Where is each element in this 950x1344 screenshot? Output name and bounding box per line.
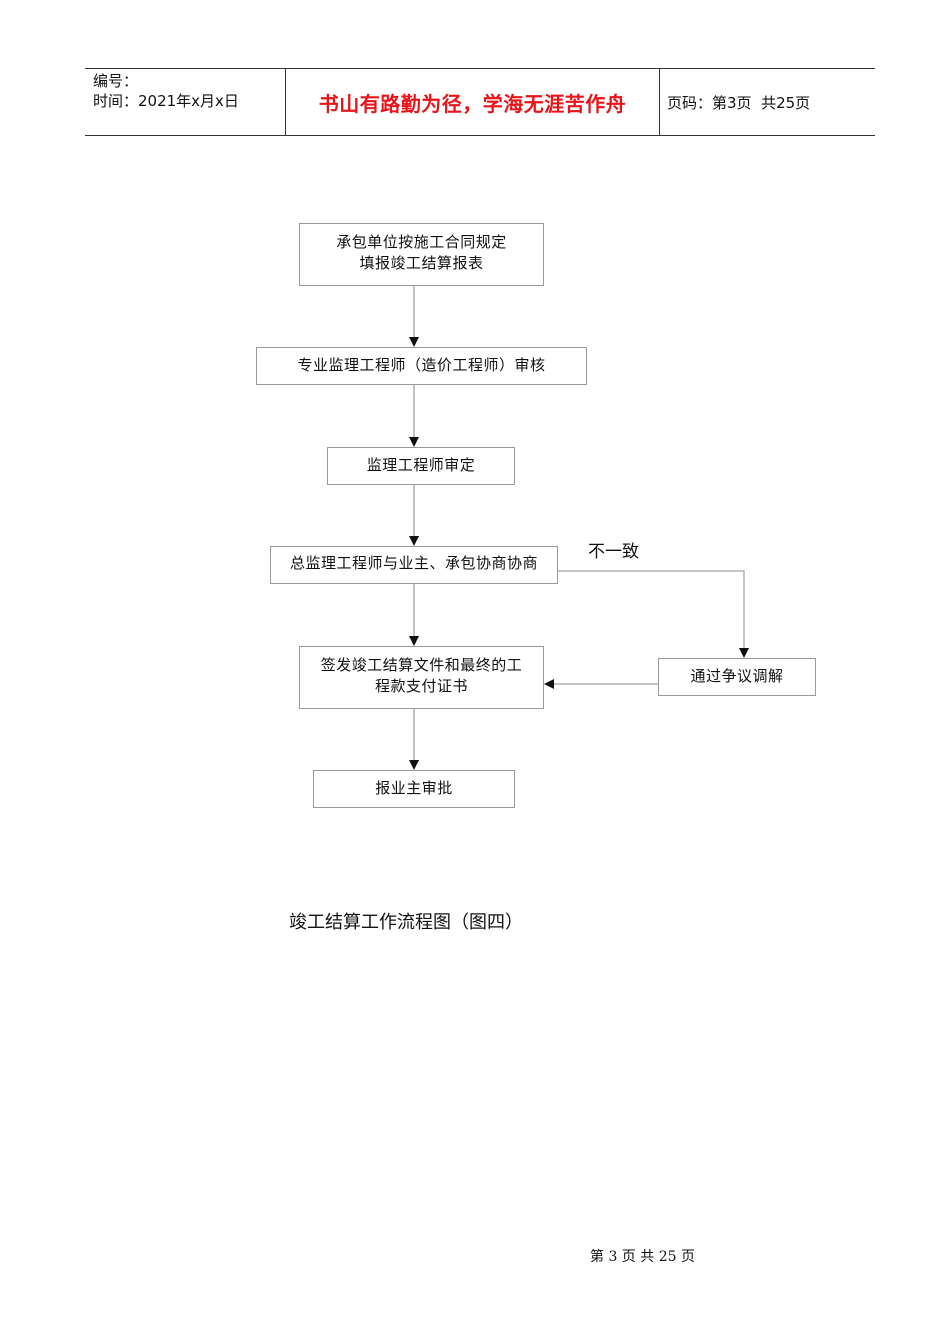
flow-step-dispute-mediation: 通过争议调解 bbox=[658, 658, 816, 696]
flow-step-label: 报业主审批 bbox=[375, 779, 453, 797]
branch-label: 不一致 bbox=[588, 542, 639, 562]
connector-arrow bbox=[557, 570, 749, 658]
number-label: 编号： bbox=[93, 72, 139, 90]
flow-step-label: 专业监理工程师（造价工程师）审核 bbox=[297, 356, 546, 374]
header-page-label: 页码：第3页 共25页 bbox=[667, 93, 811, 112]
page-header: 编号： 时间：2021年x月x日 书山有路勤为径，学海无涯苦作舟 页码：第3页 … bbox=[85, 68, 875, 136]
header-motto: 书山有路勤为径，学海无涯苦作舟 bbox=[318, 91, 627, 116]
page-footer: 第 3 页 共 25 页 bbox=[590, 1249, 695, 1265]
flow-step-label: 签发竣工结算文件和最终的工 程款支付证书 bbox=[320, 656, 523, 695]
flow-step-approve: 监理工程师审定 bbox=[327, 447, 515, 485]
header-meta: 编号： 时间：2021年x月x日 bbox=[93, 71, 239, 111]
flow-step-label: 通过争议调解 bbox=[690, 667, 784, 685]
flow-step-fill-report: 承包单位按施工合同规定 填报竣工结算报表 bbox=[299, 223, 544, 286]
flow-step-review: 专业监理工程师（造价工程师）审核 bbox=[256, 347, 587, 385]
flow-step-label: 承包单位按施工合同规定 填报竣工结算报表 bbox=[336, 233, 507, 272]
flow-step-label: 总监理工程师与业主、承包协商协商 bbox=[289, 554, 538, 572]
header-divider bbox=[285, 69, 286, 135]
flow-step-issue-certificate: 签发竣工结算文件和最终的工 程款支付证书 bbox=[299, 646, 544, 709]
time-label: 时间：2021年x月x日 bbox=[93, 92, 239, 110]
figure-caption: 竣工结算工作流程图（图四） bbox=[289, 912, 523, 933]
flow-step-label: 监理工程师审定 bbox=[366, 456, 476, 474]
header-divider bbox=[659, 69, 660, 135]
flow-step-negotiate: 总监理工程师与业主、承包协商协商 bbox=[270, 546, 558, 584]
flow-step-owner-approval: 报业主审批 bbox=[313, 770, 515, 808]
